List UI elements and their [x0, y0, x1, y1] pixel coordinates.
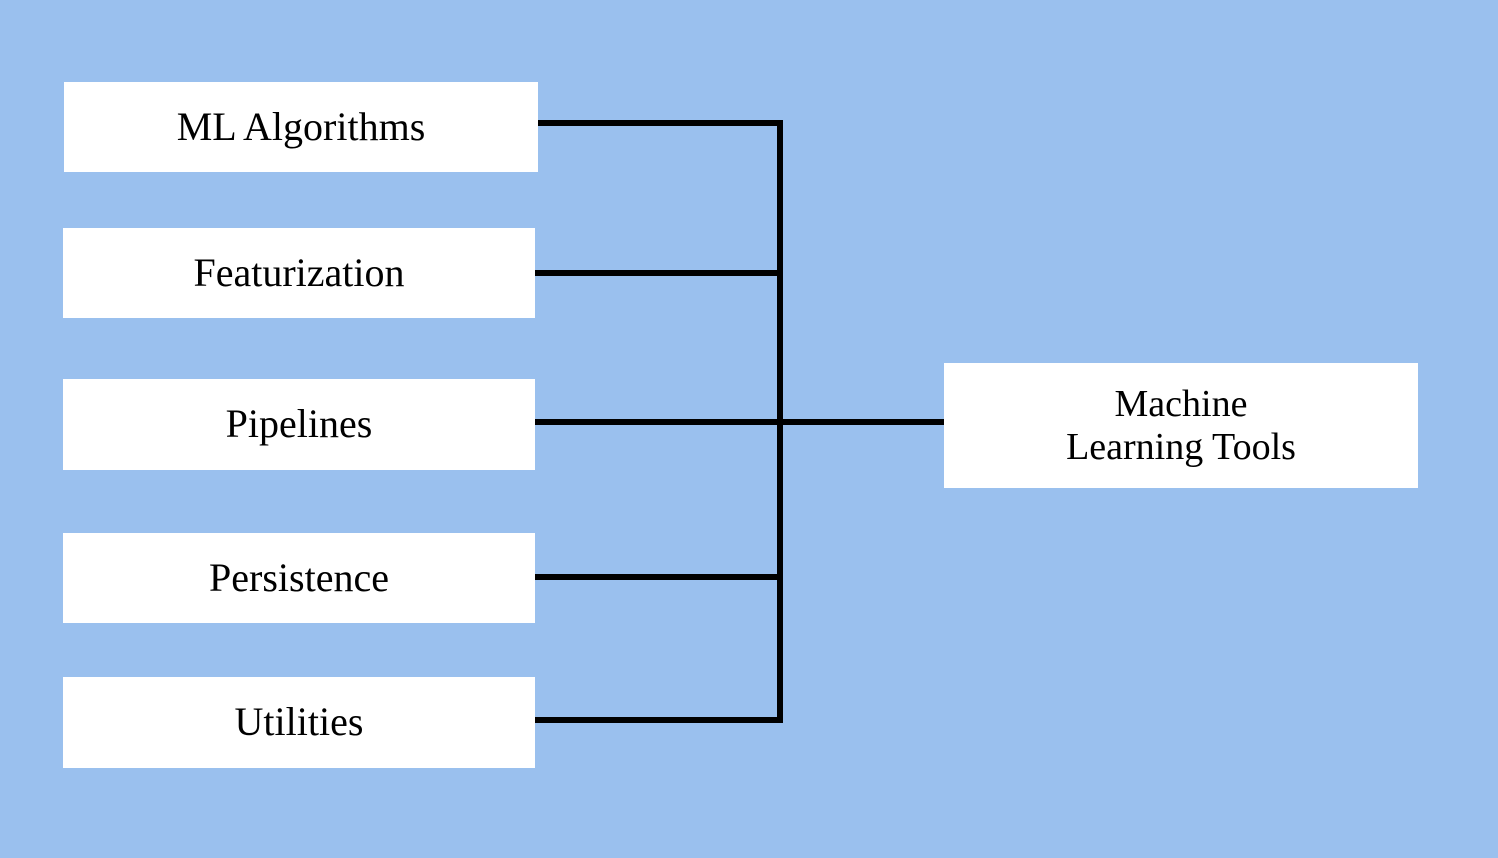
node-ml-algorithms-label: ML Algorithms: [176, 103, 426, 149]
connector-branch-persistence: [535, 574, 783, 580]
connector-trunk-to-root: [777, 419, 945, 425]
node-pipelines-label: Pipelines: [225, 401, 373, 447]
node-pipelines[interactable]: Pipelines: [63, 379, 535, 470]
connector-branch-featurization: [535, 270, 783, 276]
node-featurization-label: Featurization: [193, 249, 405, 295]
connector-branch-pipelines: [535, 419, 783, 425]
node-ml-algorithms[interactable]: ML Algorithms: [64, 82, 538, 172]
connector-branch-utilities: [535, 717, 783, 723]
node-utilities[interactable]: Utilities: [63, 677, 535, 768]
node-machine-learning-tools[interactable]: Machine Learning Tools: [944, 363, 1418, 488]
node-persistence[interactable]: Persistence: [63, 533, 535, 623]
node-utilities-label: Utilities: [234, 699, 364, 745]
node-featurization[interactable]: Featurization: [63, 228, 535, 318]
node-machine-learning-tools-label: Machine Learning Tools: [1066, 382, 1296, 468]
node-persistence-label: Persistence: [209, 554, 389, 600]
connector-branch-ml-algorithms: [538, 120, 783, 126]
